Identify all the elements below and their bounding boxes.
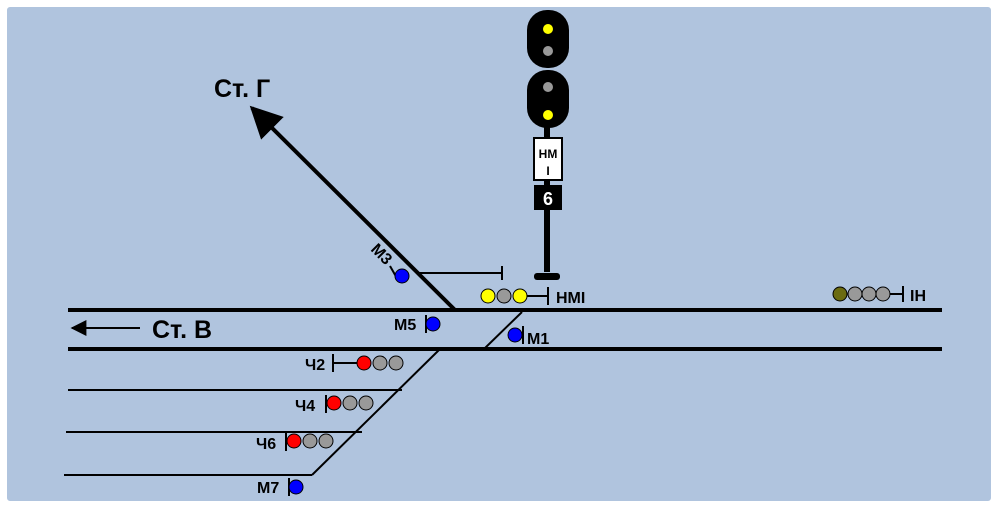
mast-lamp-top-2 (543, 46, 553, 56)
signal-m7-label: М7 (257, 480, 279, 497)
signal-m3 (389, 265, 410, 284)
signal-ch2-lamp-1 (356, 355, 372, 371)
ladder-switch (311, 348, 441, 476)
signal-ch4 (325, 395, 374, 413)
mast-base (534, 273, 560, 280)
mast-number-plate-text: 6 (543, 189, 553, 209)
signal-m7 (288, 478, 304, 496)
signal-in (832, 286, 904, 302)
signal-m7-lamp (288, 479, 304, 495)
signal-mast: НМ I 6 (527, 10, 569, 280)
signal-in-lamp-4 (875, 286, 891, 302)
signal-head-top (527, 10, 569, 68)
signal-ch6-label: Ч6 (256, 436, 276, 453)
signal-ch6-lamp-2 (302, 433, 318, 449)
signal-nmi-lamp-1 (480, 288, 496, 304)
signal-in-lamp-2 (847, 286, 863, 302)
signal-m1 (507, 326, 524, 344)
signal-ch4-lamp-1 (326, 395, 342, 411)
signal-m3-lamp (394, 268, 410, 284)
signal-ch2-lamp-3 (388, 355, 404, 371)
signal-m1-label: М1 (527, 331, 549, 348)
signal-in-lamp-1 (832, 286, 848, 302)
signal-ch2 (332, 354, 404, 372)
signal-m5 (425, 315, 441, 333)
signal-ch2-label: Ч2 (305, 357, 325, 374)
mast-name-plate-sub: I (546, 164, 549, 178)
signal-m1-lamp (507, 327, 523, 343)
signal-nmi (480, 287, 549, 305)
mast-name-plate-text: НМ (539, 147, 558, 161)
mast-name-plate (533, 137, 563, 181)
signal-ch4-lamp-2 (342, 395, 358, 411)
dead-end-stub (418, 266, 503, 280)
station-g-label: Ст. Г (214, 75, 270, 103)
signal-m5-lamp (425, 316, 441, 332)
mast-number-plate (534, 185, 562, 210)
crossover-switch (483, 311, 523, 350)
signal-in-label: IН (910, 288, 926, 305)
signal-nmi-lamp-3 (512, 288, 528, 304)
tracks (68, 308, 942, 351)
branch-track-g (249, 105, 457, 312)
mast-lamp-bottom-2 (543, 110, 553, 120)
signal-ch2-lamp-2 (372, 355, 388, 371)
mast-lamp-top-1 (543, 24, 553, 34)
signal-ch6-lamp-3 (318, 433, 334, 449)
side-tracks (64, 311, 523, 476)
signal-ch6 (285, 433, 334, 451)
signal-ch4-label: Ч4 (295, 398, 315, 415)
signal-in-lamp-3 (861, 286, 877, 302)
signal-nmi-lamp-2 (496, 288, 512, 304)
diagram-background (5, 5, 993, 503)
signal-nmi-label: НМI (556, 290, 585, 307)
station-v-label: Ст. В (152, 316, 212, 344)
signal-head-bottom (527, 70, 569, 128)
signal-m5-label: М5 (394, 317, 416, 334)
mast-lamp-bottom-1 (543, 82, 553, 92)
signal-ch6-lamp-1 (286, 433, 302, 449)
signal-ch4-lamp-3 (358, 395, 374, 411)
